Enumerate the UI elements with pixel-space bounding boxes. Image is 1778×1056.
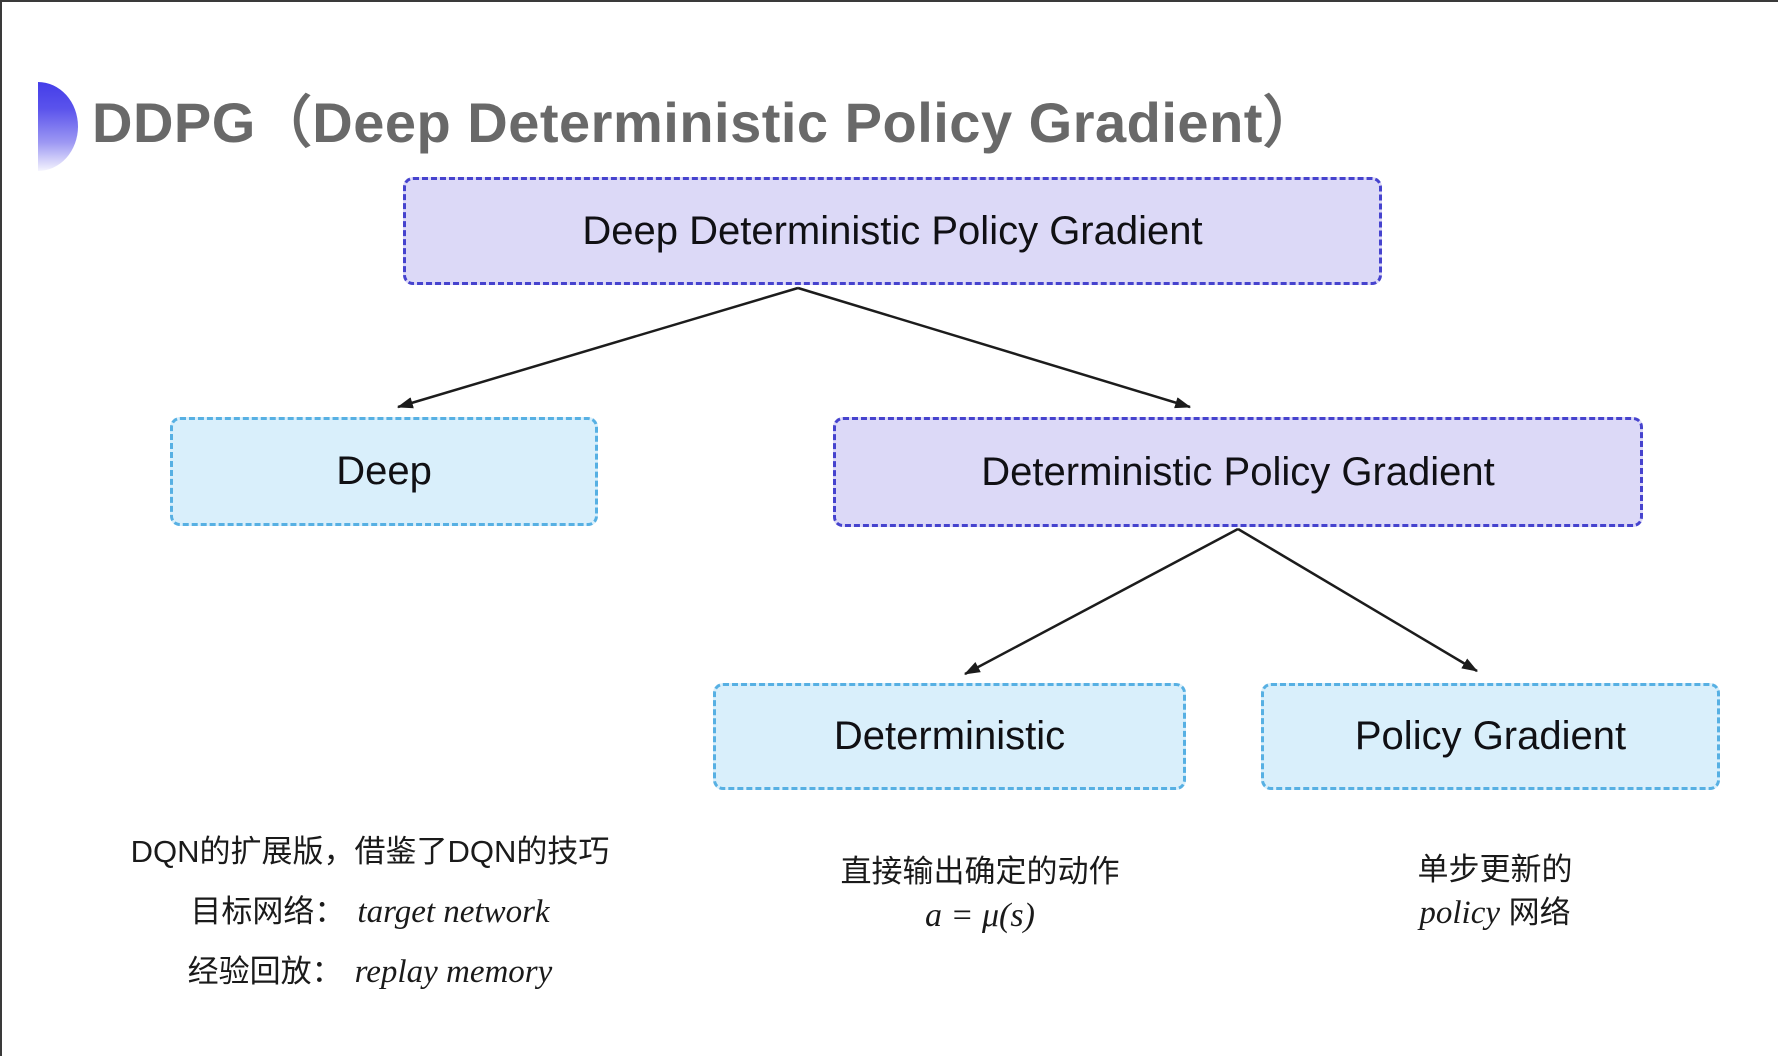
note-term-cjk: 目标网络：: [190, 894, 346, 929]
node-label: Deep Deterministic Policy Gradient: [582, 208, 1203, 253]
node-label: Policy Gradient: [1354, 714, 1627, 758]
window-top-border: [0, 0, 1778, 2]
note-term-en: replay memory: [354, 954, 553, 990]
arrow-root-to-dpg: [797, 286, 1192, 409]
arrow-dpg-to-pg: [1237, 527, 1478, 673]
note-line: 经验回放： replay memory: [110, 942, 630, 1002]
note-formula: a = μ(s): [925, 897, 1035, 934]
note-line: policy 网络: [1330, 891, 1660, 935]
node-deterministic: Deterministic: [713, 683, 1186, 790]
note-deterministic-action: 直接输出确定的动作 a = μ(s): [790, 850, 1170, 938]
page-title: DDPG（Deep Deterministic Policy Gradient）: [92, 91, 1320, 154]
node-deep-deterministic-policy-gradient: Deep Deterministic Policy Gradient: [403, 177, 1382, 285]
note-policy-network: 单步更新的 policy 网络: [1330, 848, 1660, 935]
title-bullet-icon: [38, 82, 78, 171]
node-deep: Deep: [170, 417, 598, 526]
node-label: Deterministic Policy Gradient: [981, 449, 1495, 494]
note-line: 单步更新的: [1417, 852, 1573, 887]
note-line: 直接输出确定的动作: [840, 854, 1120, 889]
note-term-en: target network: [357, 894, 550, 930]
arrow-root-to-deep: [396, 286, 799, 409]
arrow-dpg-to-det: [963, 527, 1239, 676]
note-term-cjk: 经验回放：: [187, 954, 343, 989]
node-label: Deterministic: [833, 714, 1066, 758]
node-label: Deep: [336, 449, 432, 493]
note-line: DQN的扩展版，借鉴了DQN的技巧: [130, 834, 610, 869]
note-term-en: policy: [1419, 895, 1500, 931]
window-left-border: [0, 0, 2, 1056]
note-line: 目标网络： target network: [110, 882, 630, 942]
note-dqn-extension: DQN的扩展版，借鉴了DQN的技巧 目标网络： target network 经验…: [110, 822, 630, 1002]
node-policy-gradient: Policy Gradient: [1261, 683, 1720, 790]
node-deterministic-policy-gradient: Deterministic Policy Gradient: [833, 417, 1643, 527]
note-term-cjk: 网络: [1508, 895, 1571, 930]
